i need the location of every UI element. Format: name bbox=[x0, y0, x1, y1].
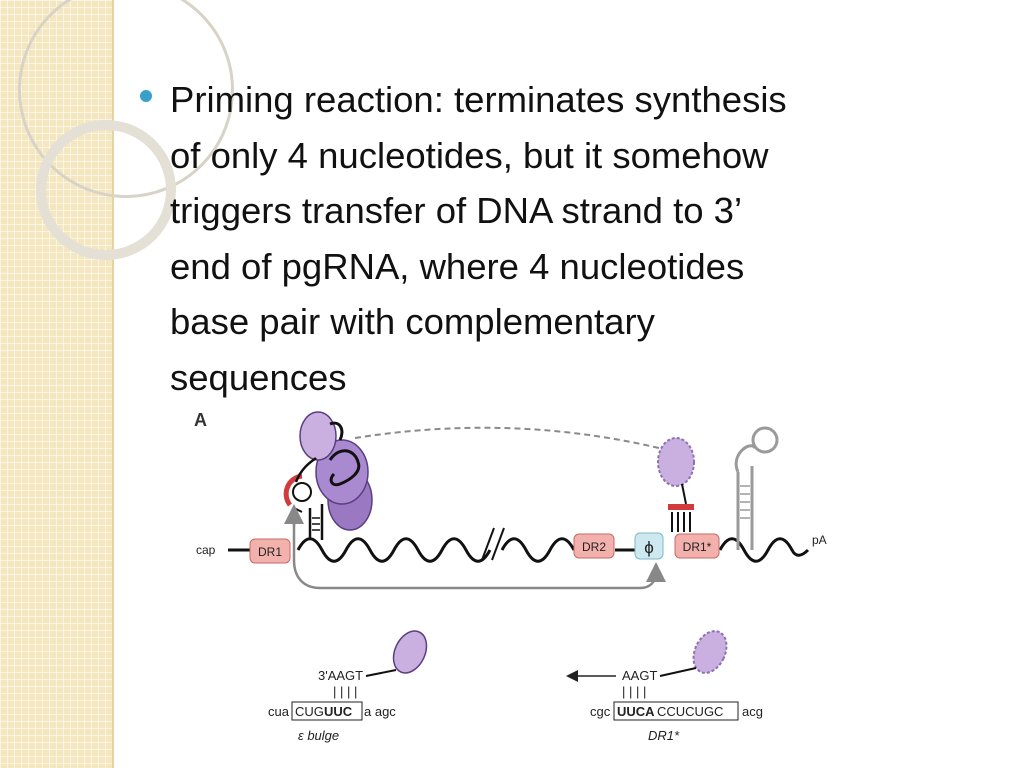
break-mark bbox=[481, 527, 495, 561]
bullet-text: Priming reaction: terminates synthesis o… bbox=[170, 79, 787, 398]
right-seq-box-bold: UUCA bbox=[617, 704, 655, 719]
right-seq-prefix: cgc bbox=[590, 704, 611, 719]
polymerase-rna-loop bbox=[328, 449, 361, 487]
dr2-box bbox=[573, 533, 615, 559]
dr1-box bbox=[249, 538, 291, 564]
right-seq-box bbox=[613, 701, 739, 721]
dr1-star-box bbox=[674, 533, 720, 559]
tp-protein-left-detail-icon bbox=[392, 630, 428, 674]
phi-label: ϕ bbox=[644, 538, 654, 557]
left-seq-prefix: cua bbox=[268, 704, 290, 719]
left-seq-box-a: CUG bbox=[295, 704, 324, 719]
rna-strand-wavy bbox=[296, 537, 492, 563]
left-seq-suffix: a agc bbox=[364, 704, 396, 719]
left-seq-box-bold: UUC bbox=[324, 704, 353, 719]
right-seq-suffix: acg bbox=[742, 704, 763, 719]
dr1-star-label: DR1* bbox=[683, 540, 712, 554]
left-caption: ε bulge bbox=[298, 728, 339, 743]
transfer-arrow bbox=[292, 520, 666, 590]
rna-strand-wavy bbox=[718, 537, 810, 563]
figure-svg: A cap pA DR1 DR2 ϕ bbox=[194, 410, 827, 743]
left-seq-box bbox=[291, 701, 363, 721]
cap-label: cap bbox=[196, 543, 216, 557]
decorative-ring bbox=[36, 120, 176, 260]
epsilon-loop-right bbox=[751, 426, 779, 454]
right-primer-seq: AAGT bbox=[622, 668, 657, 683]
right-caption: DR1* bbox=[648, 728, 680, 743]
pgrna-priming-figure: A cap pA DR1 DR2 ϕ bbox=[190, 400, 850, 760]
dr2-label: DR2 bbox=[582, 540, 606, 554]
dr1-label: DR1 bbox=[258, 545, 282, 559]
dashed-transfer-line bbox=[354, 426, 676, 453]
bullet-dot-icon bbox=[140, 90, 152, 102]
polya-label: pA bbox=[812, 533, 827, 547]
tp-protein-transferred-icon bbox=[657, 437, 695, 487]
tp-protein-icon bbox=[299, 411, 337, 461]
left-pairing-lines: | | | | bbox=[333, 684, 357, 699]
epsilon-bulge bbox=[292, 482, 312, 502]
phi-box bbox=[634, 532, 664, 560]
primer-red-bar bbox=[668, 504, 694, 510]
panel-label: A bbox=[194, 410, 207, 430]
right-seq-box-rest: CCUCUGC bbox=[657, 704, 723, 719]
tp-protein-right-detail-icon bbox=[692, 630, 728, 674]
right-pairing-lines: | | | | bbox=[622, 684, 646, 699]
rna-strand-wavy bbox=[500, 537, 576, 563]
left-primer-seq: 3'AAGT bbox=[318, 668, 363, 683]
break-mark bbox=[491, 527, 505, 561]
